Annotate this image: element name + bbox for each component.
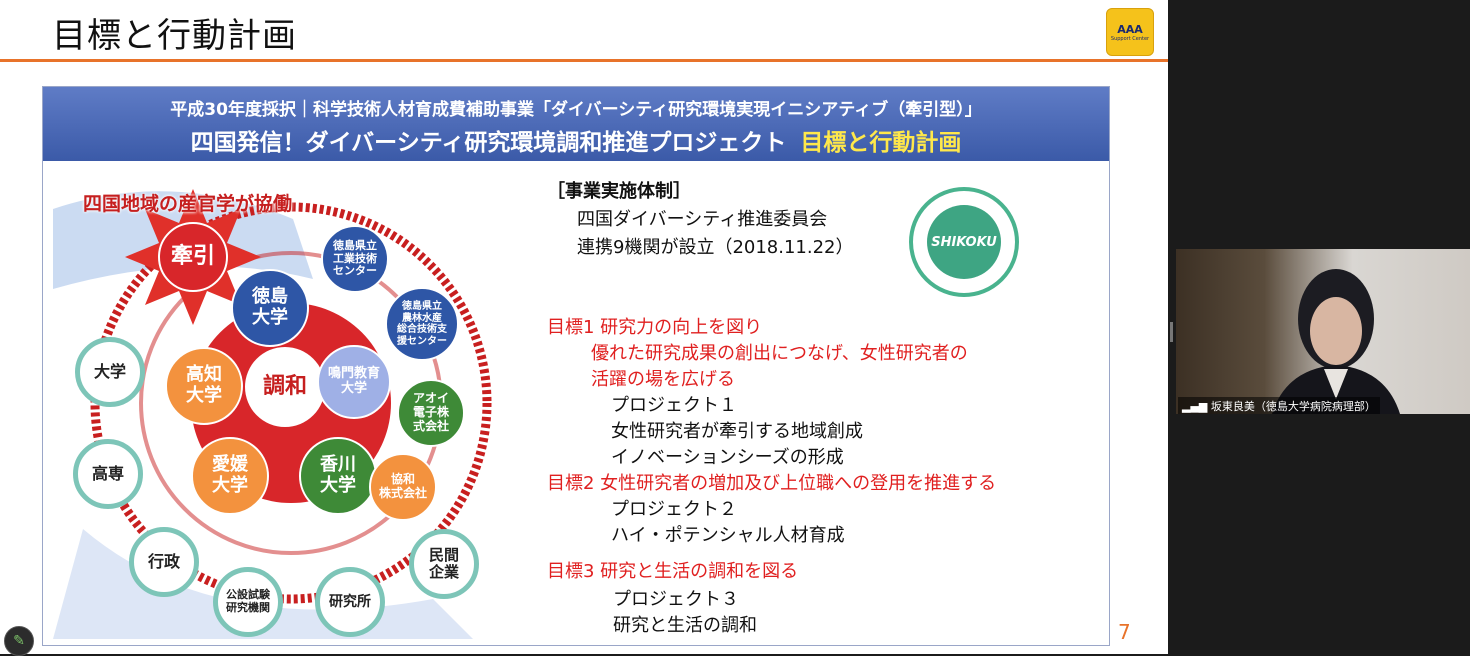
goal-3: 目標3 研究と生活の調和を図る bbox=[547, 561, 799, 582]
banner-line-1: 平成30年度採択｜科学技術人材育成費補助事業「ダイバーシティ研究環境実現イニシア… bbox=[170, 100, 982, 120]
structure-committee: 四国ダイバーシティ推進委員会 bbox=[577, 209, 828, 230]
structure-established: 連携9機関が設立（2018.11.22） bbox=[577, 237, 854, 258]
project-2-item-1: ハイ・ポテンシャル人材育成 bbox=[611, 525, 845, 546]
middle-circle-kyowa: 協和 株式会社 bbox=[369, 453, 437, 521]
project-3: プロジェクト３ bbox=[613, 589, 739, 610]
goal-1-line-3: 活躍の場を広げる bbox=[591, 369, 735, 390]
center-circle: 調和 bbox=[245, 347, 325, 427]
structure-heading: ［事業実施体制］ bbox=[547, 181, 691, 202]
project-2: プロジェクト２ bbox=[611, 499, 737, 520]
panel-resize-handle[interactable] bbox=[1170, 322, 1173, 342]
inner-circle-naruto: 鳴門教育 大学 bbox=[317, 345, 391, 419]
inner-circle-kagawa: 香川 大学 bbox=[299, 437, 377, 515]
outer-circle-public-research: 公設試験 研究機関 bbox=[213, 567, 283, 637]
goal-1: 目標1 研究力の向上を図り bbox=[547, 317, 763, 338]
project-1-item-2: イノベーションシーズの形成 bbox=[611, 447, 844, 468]
presentation-slide: 目標と行動計画 AAA Support Center 平成30年度採択｜科学技術… bbox=[0, 0, 1168, 654]
inner-circle-ehime: 愛媛 大学 bbox=[191, 437, 269, 515]
shikoku-committee-seal: SHIKOKU bbox=[909, 187, 1019, 297]
inner-circle-kochi: 高知 大学 bbox=[165, 347, 243, 425]
content-frame: 平成30年度採択｜科学技術人材育成費補助事業「ダイバーシティ研究環境実現イニシア… bbox=[42, 86, 1110, 646]
banner-highlight: 目標と行動計画 bbox=[800, 130, 962, 156]
region-label: 四国地域の産官学が協働 bbox=[83, 193, 293, 215]
seal-center-text: SHIKOKU bbox=[927, 205, 1001, 279]
banner-line-2: 四国発信！ダイバーシティ研究環境調和推進プロジェクト目標と行動計画 bbox=[43, 123, 1109, 157]
participant-name-tag: ▂▄▆ 坂東良美（徳島大学病院病理部） bbox=[1178, 397, 1380, 414]
slide-title: 目標と行動計画 bbox=[52, 16, 297, 56]
page-number: 7 bbox=[1118, 620, 1131, 644]
aaa-support-logo: AAA Support Center bbox=[1106, 8, 1154, 56]
outer-circle-government: 行政 bbox=[129, 527, 199, 597]
outer-circle-research-institute: 研究所 bbox=[315, 567, 385, 637]
outer-circle-private-company: 民間 企業 bbox=[409, 529, 479, 599]
sun-label: 牽引 bbox=[170, 244, 215, 270]
middle-circle-industrial-center: 徳島県立 工業技術 センター bbox=[321, 225, 389, 293]
goal-1-line-2: 優れた研究成果の創出につなげ、女性研究者の bbox=[591, 343, 968, 364]
slide-banner: 平成30年度採択｜科学技術人材育成費補助事業「ダイバーシティ研究環境実現イニシア… bbox=[43, 87, 1109, 161]
project-1: プロジェクト１ bbox=[611, 395, 737, 416]
outer-circle-kosen: 高専 bbox=[73, 439, 143, 509]
collaboration-diagram: 四国地域の産官学が協働 牽引 調和 徳島 大学 高知 大学 愛媛 大学 香川 大… bbox=[53, 169, 523, 639]
participant-video-tile[interactable]: ▂▄▆ 坂東良美（徳島大学病院病理部） bbox=[1176, 249, 1470, 414]
banner-project-name: 四国発信！ダイバーシティ研究環境調和推進プロジェクト bbox=[190, 130, 787, 156]
annotate-pen-icon[interactable]: ✎ bbox=[4, 626, 34, 656]
middle-circle-aoi-electronics: アオイ 電子株 式会社 bbox=[397, 379, 465, 447]
signal-bars-icon: ▂▄▆ bbox=[1182, 400, 1208, 413]
title-divider bbox=[0, 59, 1168, 62]
middle-circle-agriculture-center: 徳島県立 農林水産 総合技術支 援センター bbox=[385, 287, 459, 361]
goal-2: 目標2 女性研究者の増加及び上位職への登用を推進する bbox=[547, 473, 997, 494]
outer-circle-university: 大学 bbox=[75, 337, 145, 407]
participant-name: 坂東良美（徳島大学病院病理部） bbox=[1210, 400, 1376, 413]
project-1-item-1: 女性研究者が牽引する地域創成 bbox=[611, 421, 863, 442]
participant-avatar bbox=[1272, 269, 1400, 414]
logo-subtext: Support Center bbox=[1110, 35, 1150, 42]
project-3-item-1: 研究と生活の調和 bbox=[613, 615, 757, 636]
logo-text: AAA bbox=[1117, 22, 1143, 36]
inner-circle-tokushima: 徳島 大学 bbox=[231, 269, 309, 347]
